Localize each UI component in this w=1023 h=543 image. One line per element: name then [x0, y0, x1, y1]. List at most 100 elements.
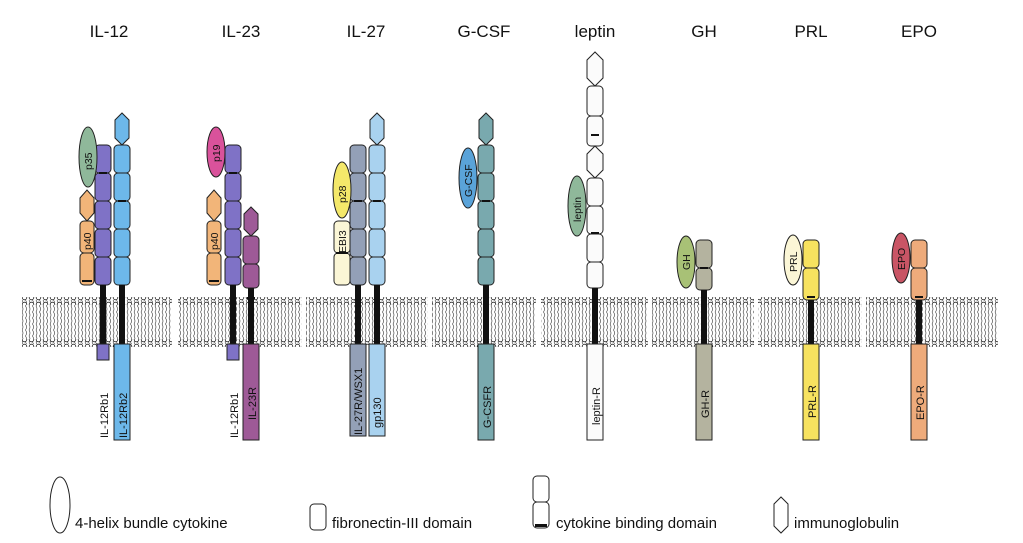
fibronectin-domain [586, 85, 604, 117]
fibronectin-domain [586, 205, 604, 235]
transmembrane-segment [592, 288, 598, 345]
leptin-cytokine: leptin [567, 175, 587, 237]
transmembrane-segment [119, 285, 125, 345]
chain-label-il12rb1: IL-12Rb1 [229, 393, 241, 438]
fibronectin-domain [586, 177, 604, 207]
fibronectin-domain [113, 228, 131, 258]
fibronectin-domain [368, 228, 386, 258]
intracellular-domain [96, 343, 110, 361]
cytokine-label-p19: p19 [211, 144, 223, 162]
intracellular-domain [226, 343, 240, 361]
p19-cytokine: p19 [206, 126, 226, 178]
il23-complex: IL-12Rb1 IL-23R p19 p40 [206, 126, 260, 441]
ellipse-icon [49, 476, 71, 534]
fibronectin-domain [94, 200, 112, 230]
column-title-epo: EPO [901, 22, 937, 41]
immunoglobulin-domain [243, 206, 259, 237]
fibronectin-domain [910, 267, 928, 301]
transmembrane-segment [355, 285, 361, 345]
intracellular-domain [368, 343, 386, 437]
p40-cytokine: p40 [206, 189, 222, 286]
fibronectin-domain [586, 233, 604, 263]
legend-label-fibronectin: fibronectin-III domain [332, 515, 472, 532]
transmembrane-segment [808, 300, 814, 345]
membrane-segment [22, 297, 172, 347]
epo-r-receptor-chain: EPO-R [910, 239, 928, 441]
fibronectin-domain [113, 200, 131, 230]
fibronectin-domain [477, 172, 495, 202]
cytokine-label-p40: p40 [82, 232, 94, 250]
chain-label-gcsfr: G-CSFR [482, 386, 494, 428]
hexagon-icon [773, 496, 789, 534]
transmembrane-segment [100, 285, 106, 345]
prl-cytokine: PRL [783, 234, 803, 286]
gcsfr-receptor-chain: G-CSFR [477, 112, 495, 441]
cytokine-label-leptin: leptin [572, 197, 584, 222]
immunoglobulin-domain [586, 145, 604, 179]
fibronectin-domain [802, 239, 820, 269]
fibronectin-domain [113, 256, 131, 286]
column-title-leptin: leptin [575, 22, 616, 41]
leptin-r-receptor-chain: leptin-R [586, 51, 604, 441]
intracellular-domain [477, 343, 495, 441]
fibronectin-domain [477, 228, 495, 258]
fibronectin-domain [368, 172, 386, 202]
fibronectin-domain [349, 256, 367, 286]
legend-item-immunoglobulin: immunoglobulin [773, 496, 899, 534]
legend: 4-helix bundle cytokine fibronectin-III … [49, 475, 899, 534]
legend-item-cytokine: 4-helix bundle cytokine [49, 476, 228, 534]
epo-complex: EPO-R EPO [891, 232, 928, 441]
legend-item-cbd: cytokine binding domain [532, 475, 717, 532]
legend-label-cbd: cytokine binding domain [556, 515, 717, 532]
gcsf-cytokine: G-CSF [458, 147, 478, 209]
chain-label-epo-r: EPO-R [915, 385, 927, 420]
fibronectin-domain [242, 263, 260, 289]
cytokine-label-ebi3: EBI3 [337, 230, 349, 253]
membrane-segment [866, 297, 998, 347]
intracellular-domain [802, 343, 820, 441]
column-title-il23: IL-23 [222, 22, 261, 41]
cytokine-label-prl: PRL [788, 251, 800, 272]
column-title-prl: PRL [794, 22, 827, 41]
legend-label-immunoglobulin: immunoglobulin [794, 515, 899, 532]
il27r-receptor-chain: IL-27R/WSX1 [349, 144, 367, 437]
chain-label-gh-r: GH-R [700, 390, 712, 418]
il12-complex: IL-12Rb1 IL-12Rb2 p35 p40 [78, 112, 131, 441]
immunoglobulin-domain [369, 112, 385, 146]
cytokine-label-gcsf: G-CSF [463, 164, 475, 197]
cytokine-label-gh: GH [681, 254, 693, 270]
chain-label-gp130: gp130 [372, 397, 384, 428]
fibronectin-domain [368, 144, 386, 174]
legend-item-fibronectin: fibronectin-III domain [309, 503, 472, 532]
intracellular-domain [113, 343, 131, 441]
chain-label-il12rb1: IL-12Rb1 [99, 393, 111, 438]
fibronectin-domain [802, 267, 820, 301]
chain-label-prl-r: PRL-R [807, 385, 819, 418]
rounded-rect-icon [309, 503, 327, 531]
chain-label-leptin-r: leptin-R [591, 387, 603, 425]
cytokine-label-p35: p35 [83, 152, 95, 170]
immunoglobulin-domain [478, 112, 494, 146]
gh-r-receptor-chain: GH-R [695, 239, 713, 441]
fibronectin-domain [349, 144, 367, 174]
fibronectin-domain [206, 252, 222, 286]
transmembrane-segment [701, 290, 707, 345]
fibronectin-domain [349, 200, 367, 230]
chain-label-il23r: IL-23R [247, 387, 259, 420]
immunoglobulin-domain [586, 51, 604, 87]
p28-cytokine: p28 [332, 161, 352, 219]
intracellular-domain [586, 343, 604, 441]
fibronectin-domain [224, 256, 242, 286]
chain-label-il27r: IL-27R/WSX1 [353, 368, 365, 435]
chain-label-il12rb2: IL-12Rb2 [118, 393, 130, 438]
prl-complex: PRL-R PRL [783, 234, 820, 441]
fibronectin-domain [349, 228, 367, 258]
legend-label-cytokine: 4-helix bundle cytokine [75, 515, 228, 532]
fibronectin-domain [910, 239, 928, 269]
leptin-complex: leptin-R leptin [567, 51, 604, 441]
intracellular-domain [349, 343, 367, 437]
fibronectin-domain [224, 228, 242, 258]
intracellular-domain [695, 343, 713, 441]
fibronectin-domain [113, 172, 131, 202]
